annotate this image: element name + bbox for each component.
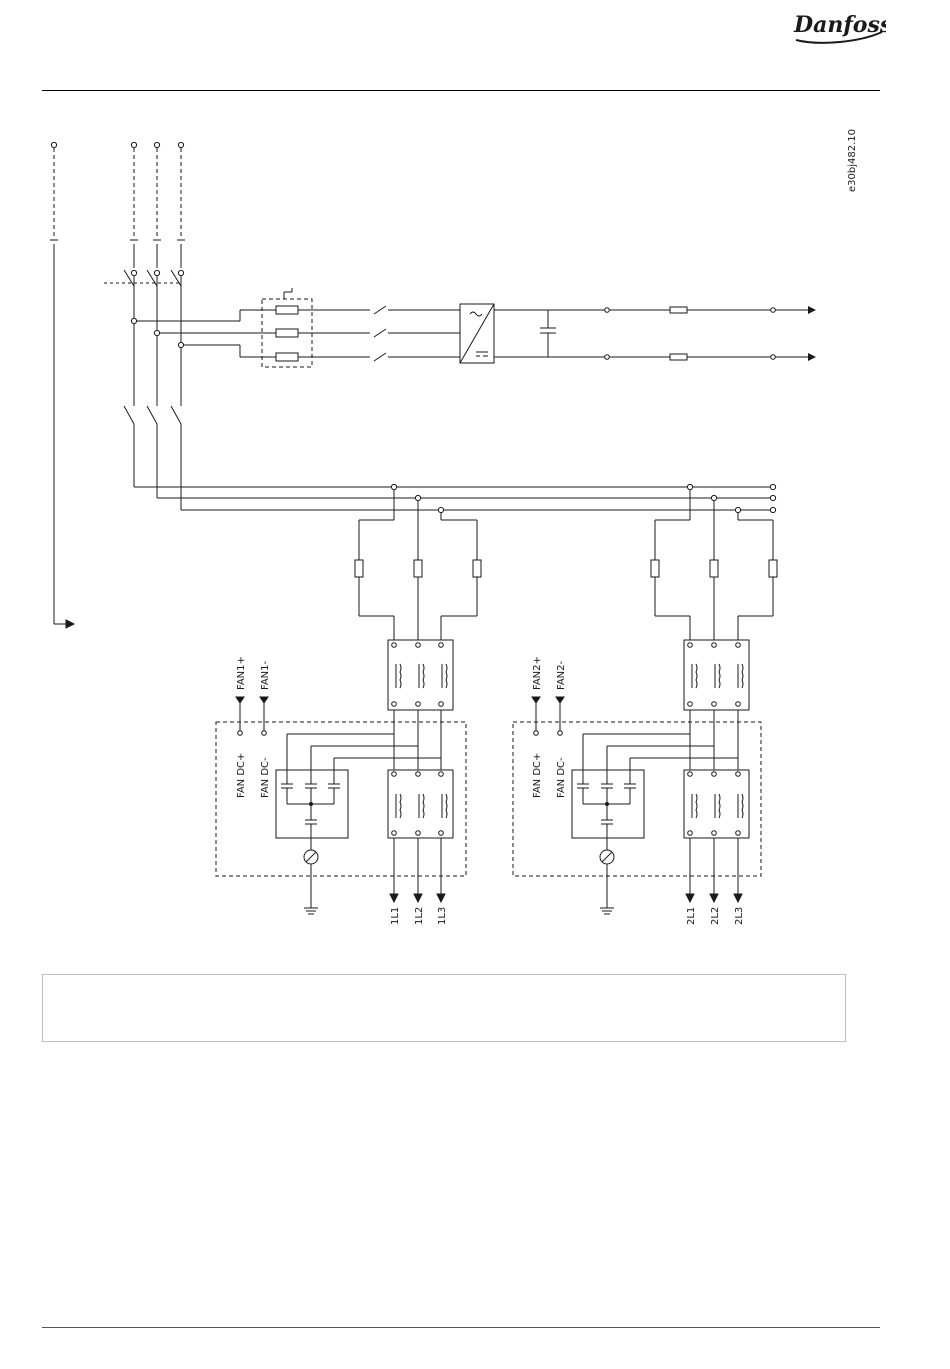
fan-dc-plus-label-1: FAN DC+: [236, 753, 247, 798]
output-1l1-label: 1L1: [390, 907, 401, 925]
fan1-minus-label: FAN1-: [260, 660, 271, 690]
output-1l3-label: 1L3: [437, 907, 448, 925]
output-2l2-label: 2L2: [710, 907, 721, 925]
footer-rule: [42, 1327, 880, 1328]
fan2-minus-label: FAN2-: [556, 660, 567, 690]
fan-dc-minus-label-1: FAN DC-: [260, 757, 271, 798]
output-1l2-label: 1L2: [414, 907, 425, 925]
wiring-diagram: e30bj482.10 FAN1+ FAN1- FAN DC+ FAN DC- …: [0, 0, 950, 960]
diagram-reference-code: e30bj482.10: [847, 129, 858, 192]
fan2-plus-label: FAN2+: [532, 656, 543, 690]
output-2l1-label: 2L1: [686, 907, 697, 925]
fan1-plus-label: FAN1+: [236, 656, 247, 690]
fan-dc-plus-label-2: FAN DC+: [532, 753, 543, 798]
output-2l3-label: 2L3: [734, 907, 745, 925]
fan-dc-minus-label-2: FAN DC-: [556, 757, 567, 798]
figure-caption-box: [42, 974, 846, 1042]
